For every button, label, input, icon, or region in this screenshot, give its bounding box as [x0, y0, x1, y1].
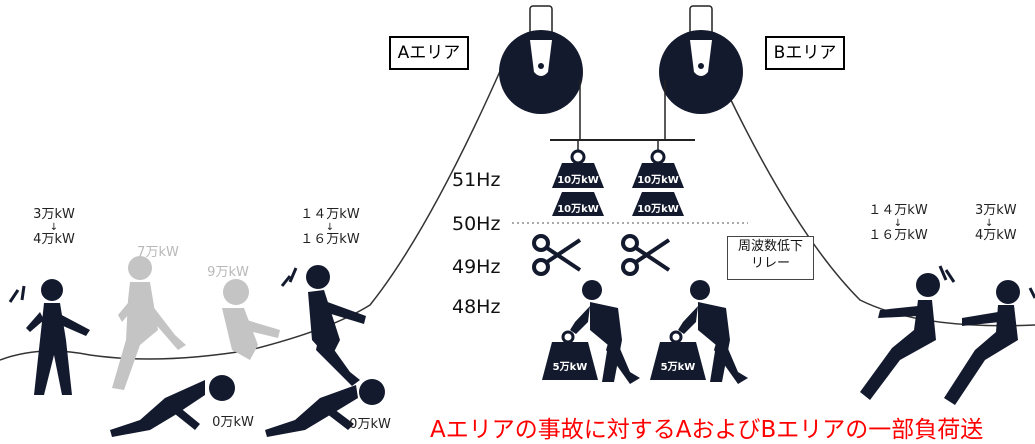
weight-top-1-label: 10万kW: [557, 175, 599, 186]
scissors-icon-2: [621, 234, 671, 276]
relay-line2: リレー: [750, 255, 790, 271]
figure-fallen-1: [110, 375, 235, 437]
weight-top-4: [632, 192, 684, 216]
weight-top-1: [552, 149, 604, 188]
freq-50hz: 50Hz: [452, 213, 501, 235]
weight-top-3-label: 10万kW: [557, 204, 599, 215]
freq-48hz: 48Hz: [452, 296, 501, 318]
rope-right: [711, 59, 1035, 327]
figure-right-2: [944, 280, 1035, 405]
left-p3-label: 9万kW: [207, 265, 249, 280]
weight-bottom-1-label: 5万kW: [552, 362, 588, 373]
figure-left-2-gray: [112, 256, 186, 390]
area-b-label: Bエリア: [765, 36, 845, 70]
left-p2-label: 7万kW: [137, 245, 179, 260]
right-p2-label: 3万kW ↓ 4万kW: [975, 203, 1017, 243]
weight-top-2: [632, 149, 684, 188]
scissors-icon-1: [532, 234, 582, 276]
figure-fallen-2: [265, 379, 385, 437]
fallen-1-label: 0万kW: [212, 415, 254, 430]
fallen-2-label: 0万kW: [349, 417, 391, 432]
right-p1-label: １４万kW ↓ １６万kW: [868, 203, 928, 243]
area-a-label: Aエリア: [389, 36, 469, 70]
relay-line1: 周波数低下: [737, 239, 803, 254]
left-p4-label: １４万kW ↓ １６万kW: [300, 207, 360, 247]
relay-box: 周波数低下 リレー: [727, 236, 814, 280]
figure-left-3-gray: [222, 279, 280, 360]
weight-top-2-label: 10万kW: [637, 175, 679, 186]
lifter-figure-2: [650, 280, 748, 384]
freq-49hz: 49Hz: [452, 256, 501, 278]
figure-left-4: [280, 265, 366, 386]
weight-bottom-2-label: 5万kW: [660, 362, 696, 373]
lifter-figure-1: [542, 280, 640, 384]
figure-right-1: [860, 265, 956, 400]
weight-top-3: [552, 192, 604, 216]
freq-51hz: 51Hz: [452, 169, 501, 191]
weight-top-4-label: 10万kW: [637, 204, 679, 215]
left-p1-label: 3万kW ↓ 4万kW: [33, 207, 75, 247]
rope-left: [0, 59, 506, 361]
figure-left-1: [8, 279, 90, 395]
